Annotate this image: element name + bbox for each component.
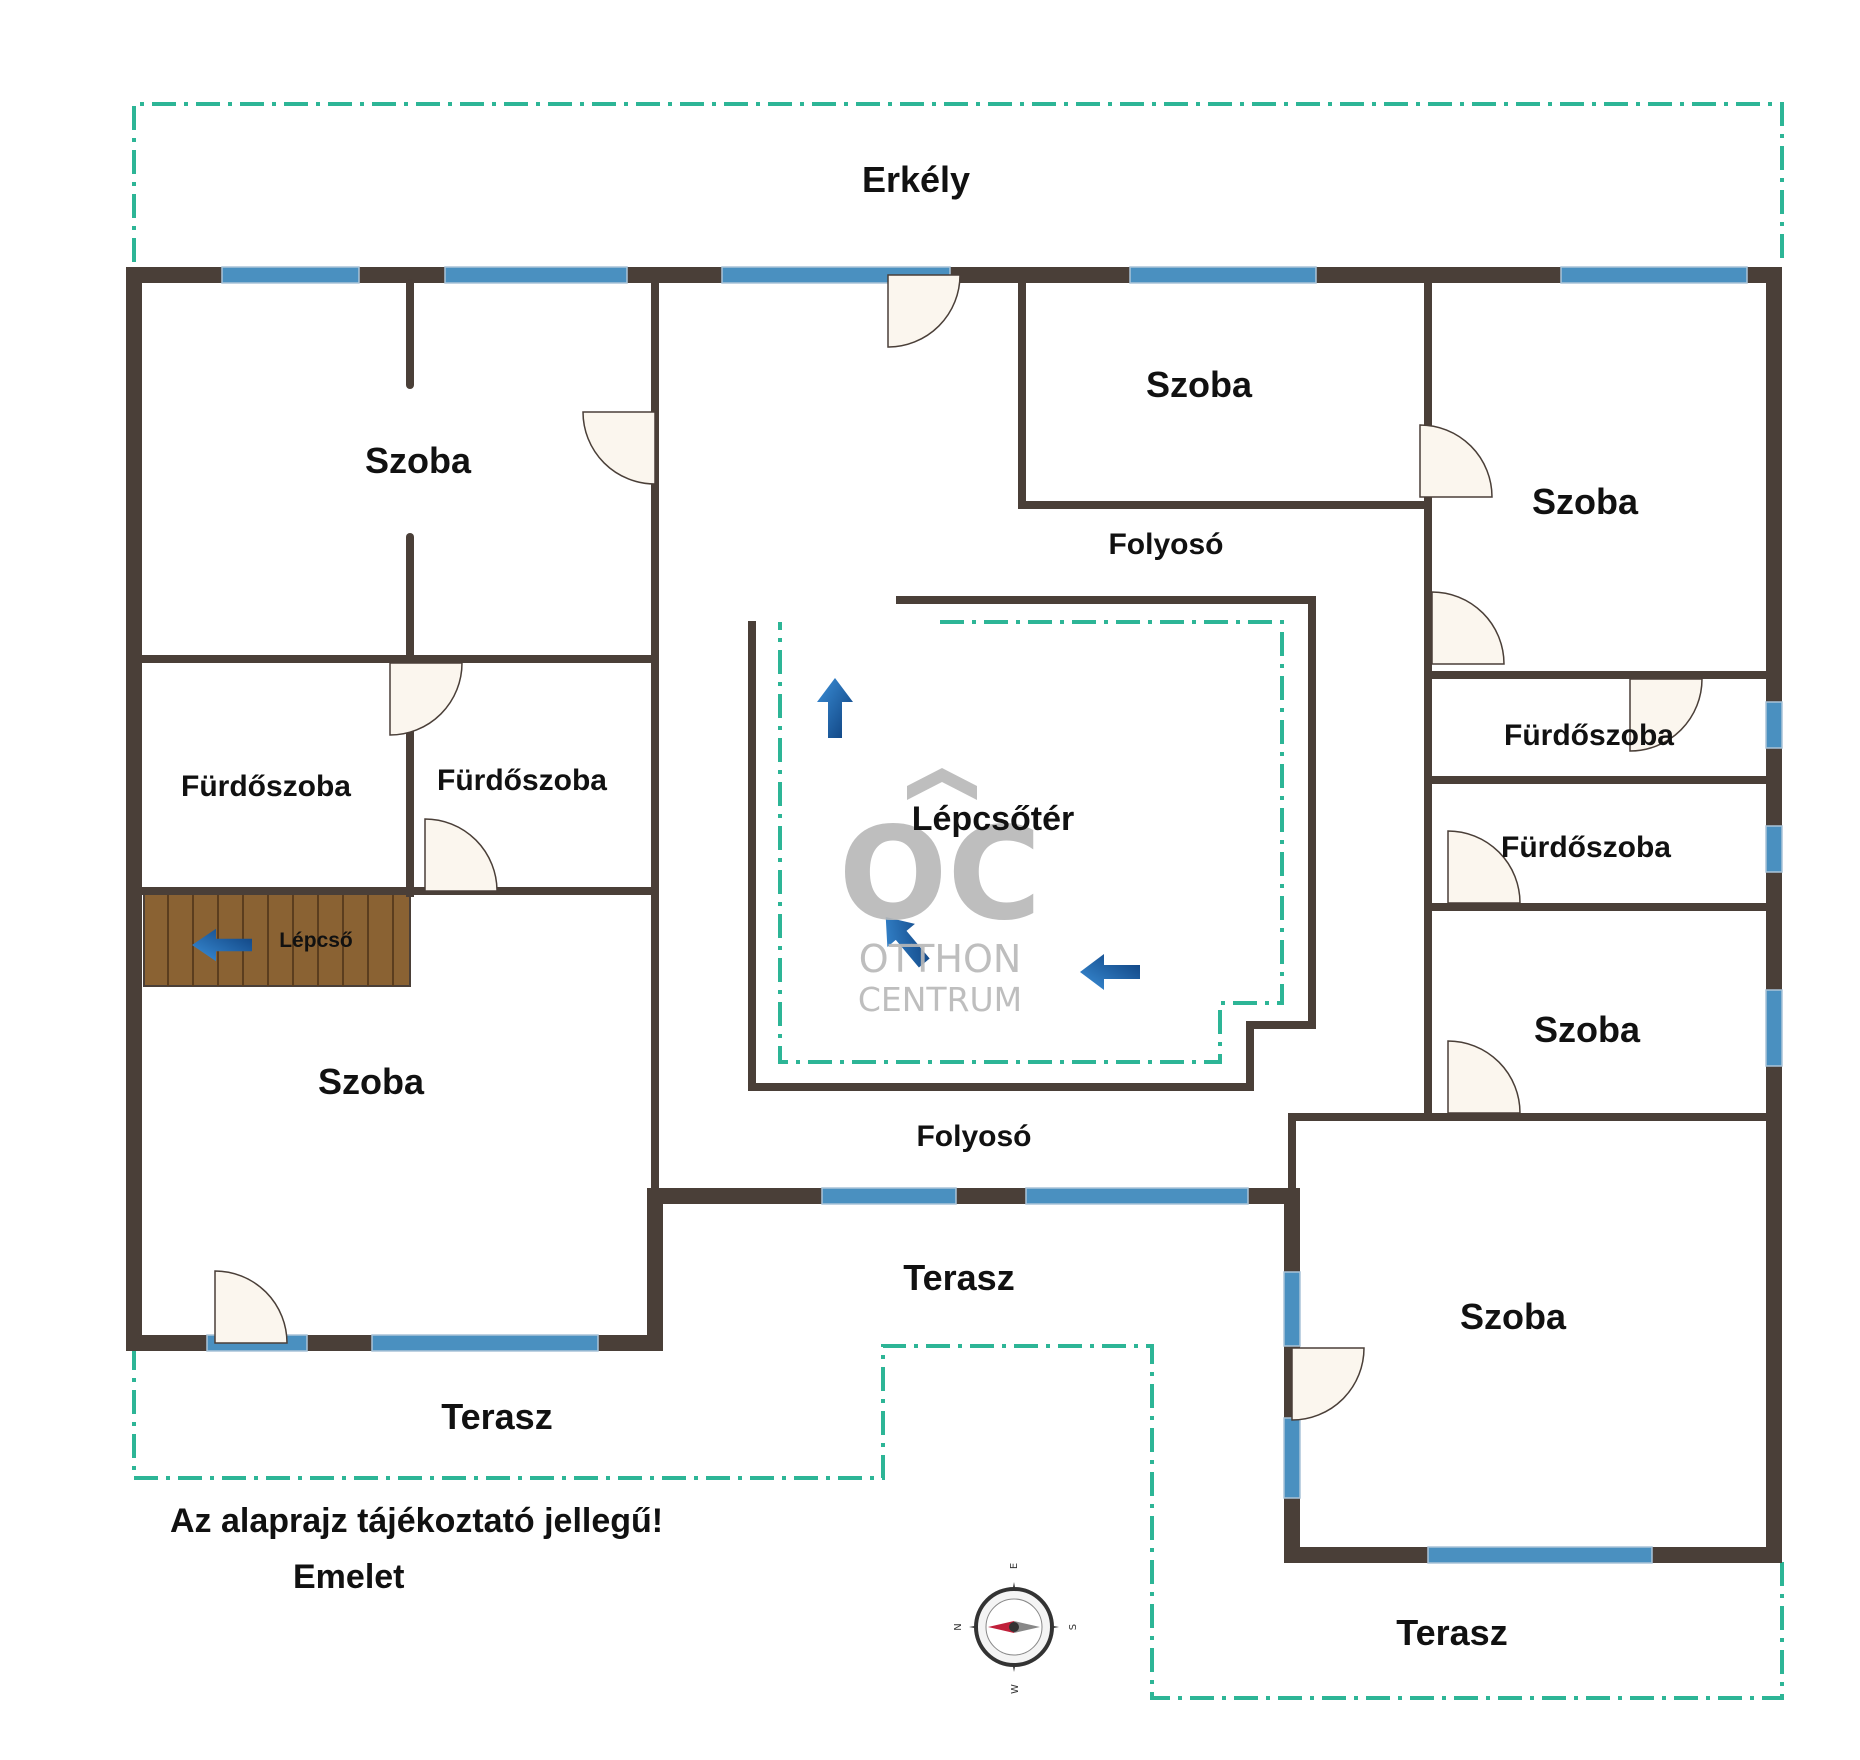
compass-e: E bbox=[1009, 1563, 1020, 1569]
compass-icon: N E S W bbox=[953, 1563, 1079, 1694]
arrow-left-icon bbox=[1080, 954, 1140, 990]
door-6 bbox=[1431, 591, 1505, 665]
label-room-top-left: Szoba bbox=[365, 440, 472, 481]
watermark-logo: OC bbox=[839, 800, 1042, 949]
door-9 bbox=[1447, 1040, 1521, 1114]
compass-n: N bbox=[953, 1623, 964, 1630]
balcony-boundary bbox=[132, 102, 1784, 262]
door-1 bbox=[887, 274, 961, 348]
terrace-left-boundary bbox=[132, 1344, 1784, 1700]
door-4 bbox=[389, 662, 463, 736]
label-room-bottom-left: Szoba bbox=[318, 1061, 425, 1102]
label-bath-right-2: Fürdőszoba bbox=[1501, 831, 1671, 864]
label-room-top-right: Szoba bbox=[1532, 481, 1639, 522]
roof-icon bbox=[907, 768, 977, 800]
label-room-bottom-right: Szoba bbox=[1460, 1296, 1567, 1337]
label-hallway-top: Folyosó bbox=[1108, 528, 1223, 561]
stairwell-boundary bbox=[778, 620, 1284, 1064]
watermark-line1: OTTHON bbox=[859, 937, 1022, 981]
floor-label: Emelet bbox=[293, 1558, 405, 1596]
compass-s: S bbox=[1068, 1624, 1079, 1630]
label-terrace-right: Terasz bbox=[1396, 1612, 1507, 1653]
door-3 bbox=[1419, 424, 1493, 498]
label-terrace-middle: Terasz bbox=[903, 1257, 1014, 1298]
doors bbox=[214, 274, 1703, 1421]
label-bath-left-1: Fürdőszoba bbox=[181, 770, 351, 803]
label-bath-left-2: Fürdőszoba bbox=[437, 764, 607, 797]
label-room-right-middle: Szoba bbox=[1534, 1009, 1641, 1050]
label-stairwell: Lépcsőtér bbox=[912, 800, 1075, 838]
label-terrace-left: Terasz bbox=[441, 1396, 552, 1437]
label-hallway-bottom: Folyosó bbox=[916, 1120, 1031, 1153]
arrow-up-icon bbox=[817, 678, 853, 738]
watermark-line2: CENTRUM bbox=[858, 980, 1022, 1019]
disclaimer-note: Az alaprajz tájékoztató jellegű! bbox=[170, 1502, 663, 1540]
label-room-top-middle: Szoba bbox=[1146, 364, 1253, 405]
door-10 bbox=[214, 1270, 288, 1344]
door-2 bbox=[582, 411, 656, 485]
compass-w: W bbox=[1010, 1684, 1021, 1694]
door-11 bbox=[1291, 1347, 1365, 1421]
watermark: OC OTTHON CENTRUM bbox=[839, 768, 1042, 1019]
label-balcony: Erkély bbox=[862, 159, 970, 200]
label-bath-right-1: Fürdőszoba bbox=[1504, 719, 1674, 752]
room-labels: Erkély Szoba Szoba Szoba Folyosó Fürdősz… bbox=[181, 159, 1674, 1653]
door-5 bbox=[424, 818, 498, 892]
dashed-boundaries bbox=[132, 102, 1784, 1700]
label-stairs: Lépcső bbox=[279, 929, 353, 952]
stairs bbox=[143, 892, 411, 987]
